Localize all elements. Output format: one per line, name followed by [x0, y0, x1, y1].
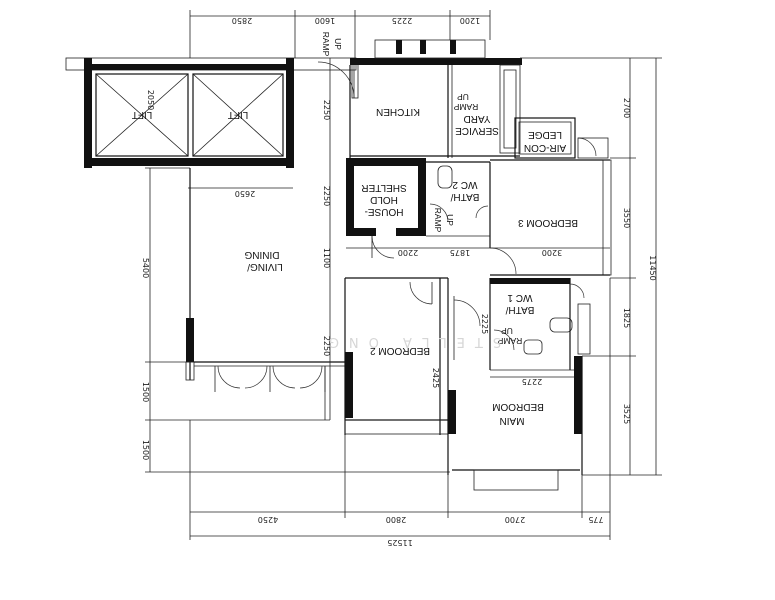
shelter-line2: HOLD: [370, 194, 398, 205]
dim-right-2: 3550: [622, 208, 631, 228]
bedroom3: BEDROOM 3: [489, 159, 612, 276]
dim-bottom-4: 775: [588, 515, 603, 524]
dim-right-3: 1825: [622, 308, 631, 328]
main-bedroom-line2: BEDROOM: [492, 401, 544, 412]
wc1-ramp-2: UP: [501, 326, 513, 336]
wc2-line1: BATH/: [450, 191, 479, 202]
lift-lobby: LIFT LIFT 2050: [65, 57, 357, 168]
dim-col-3: 1100: [322, 248, 331, 268]
kitchen-label: KITCHEN: [376, 106, 420, 117]
service-ramp-2: UP: [457, 92, 469, 102]
watermark: STELLA ONG: [319, 334, 501, 349]
lift-label-1: LIFT: [132, 109, 153, 120]
ledge-aircon: LEDGE AIR-CON: [514, 117, 609, 159]
wc2-line2: WC 2: [452, 179, 477, 190]
service-yard: SERVICE YARD RAMP UP: [453, 64, 521, 154]
bottom-dimension-lines: 4250 2800 2700 775 11525: [189, 278, 611, 547]
dim-bottom-total: 11525: [387, 538, 412, 547]
dim-top-1: 2850: [232, 16, 252, 25]
lift-label-2: LIFT: [228, 109, 249, 120]
ledge-label: LEDGE: [528, 129, 562, 140]
wc1-ramp-1: RAMP: [497, 336, 522, 346]
wc1-line1: BATH/: [505, 304, 534, 315]
dim-wc1-depth: 2225: [480, 314, 489, 334]
bedroom2: BEDROOM 2 2425: [344, 277, 449, 435]
entry-ramp-up-2: UP: [333, 38, 343, 50]
bedroom3-label: BEDROOM 3: [518, 217, 578, 228]
dim-bottom-2: 2800: [386, 515, 406, 524]
wc2-ramp-2: UP: [445, 214, 455, 226]
dim-mid-2: 1875: [450, 248, 470, 257]
kitchen: KITCHEN: [349, 39, 522, 158]
wc2-ramp-1: RAMP: [433, 208, 443, 233]
dim-col-2: 2250: [322, 186, 331, 206]
dim-wc1-width: 2275: [522, 377, 542, 386]
dim-mid-1: 2200: [398, 248, 418, 257]
dim-lift-width: 2650: [235, 189, 255, 198]
dim-col-4: 2250: [322, 336, 331, 356]
dim-lift-depth: 2050: [146, 90, 155, 110]
top-dimension-line: 2850 1600 2225 1200: [189, 10, 491, 58]
dim-top-3: 2225: [392, 16, 412, 25]
service-ramp-1: RAMP: [453, 102, 478, 112]
main-bedroom: MAIN BEDROOM: [447, 278, 583, 491]
dim-right-4: 3525: [622, 404, 631, 424]
dim-mid-3: 3200: [542, 248, 562, 257]
dim-bottom-1: 4250: [258, 515, 278, 524]
bath-wc2: BATH/ WC 2 RAMP UP: [426, 161, 491, 237]
dim-right-1: 2700: [622, 98, 631, 118]
dim-top-2: 1600: [315, 16, 335, 25]
dim-top-4: 1200: [460, 16, 480, 25]
shelter-line1: HOUSE-: [365, 206, 404, 217]
bedroom2-label: BEDROOM 2: [370, 345, 430, 356]
service-yard-line1: SERVICE: [455, 125, 499, 136]
dim-bottom-3: 2700: [505, 515, 525, 524]
shelter-line3: SHELTER: [361, 182, 406, 193]
column-dimension-line: 2250 2250 1100 2250: [322, 58, 331, 420]
living-label-line2: DINING: [244, 249, 279, 260]
middle-dimension-line: 2200 1875 3200: [346, 247, 610, 257]
dim-bedroom2: 2425: [431, 368, 440, 388]
dim-left-2: 1500: [141, 382, 150, 402]
entry-ramp-up-1: RAMP: [321, 32, 331, 57]
household-shelter: HOUSE- HOLD SHELTER: [346, 158, 426, 259]
aircon-label: AIR-CON: [524, 142, 566, 153]
living-label-line1: LIVING/: [247, 261, 283, 272]
dim-col-1: 2250: [322, 100, 331, 120]
right-dimension-lines: 2700 3550 1825 3525 11450: [520, 57, 662, 476]
wc1-line2: WC 1: [507, 292, 532, 303]
dim-left-1: 5400: [141, 258, 150, 278]
bath-wc1: BATH/ WC 1 RAMP UP 2275 2225: [480, 278, 591, 386]
dim-left-3: 1500: [141, 440, 150, 460]
main-bedroom-line1: MAIN: [500, 415, 525, 426]
service-yard-line2: YARD: [463, 113, 490, 124]
living-dining: LIVING/ DINING: [185, 168, 345, 420]
dim-right-total: 11450: [648, 255, 657, 280]
left-dimension-line: 5400 1500 1500: [141, 167, 450, 473]
